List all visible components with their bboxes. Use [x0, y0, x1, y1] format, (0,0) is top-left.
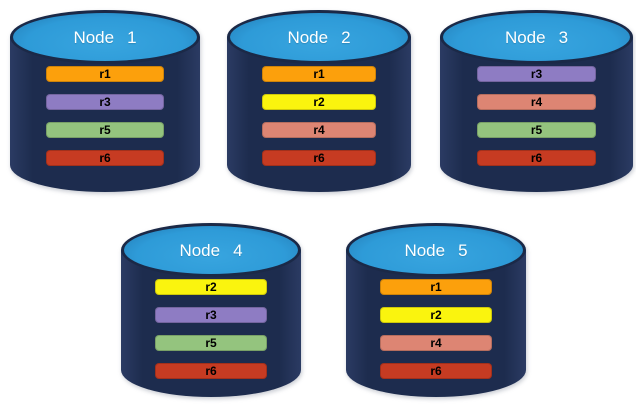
node-number: 4: [233, 240, 243, 260]
node-number: 2: [341, 27, 351, 47]
replica-bar-stack: r1 r3 r5 r6: [46, 66, 164, 166]
node-number: 1: [127, 27, 137, 47]
node-number: 5: [458, 240, 468, 260]
replica-bar-r6: r6: [476, 150, 597, 166]
replica-bar-r1: r1: [380, 279, 492, 295]
replica-bar-r2: r2: [261, 94, 377, 110]
node-title: Node: [179, 240, 221, 260]
replica-bar-r3: r3: [46, 94, 164, 110]
replica-bar-r6: r6: [380, 363, 492, 379]
replica-bar-r3: r3: [155, 307, 267, 323]
node-5-cylinder: Node 5 r1 r2 r4 r6: [346, 221, 526, 397]
node-3-cylinder: Node 3 r3 r4 r5 r6: [440, 8, 633, 192]
replica-bar-r1: r1: [46, 66, 164, 82]
node-title: Node: [73, 27, 115, 47]
replica-bar-stack: r1 r2 r4 r6: [380, 279, 492, 379]
node-4-title-ellipse: Node 4: [121, 223, 301, 277]
replica-bar-r3: r3: [476, 66, 597, 82]
replica-bar-stack: r3 r4 r5 r6: [476, 66, 597, 166]
node-title: Node: [404, 240, 446, 260]
replica-bar-r6: r6: [46, 150, 164, 166]
replica-bar-stack: r1 r2 r4 r6: [261, 66, 377, 166]
node-4-cylinder: Node 4 r2 r3 r5 r6: [121, 221, 301, 397]
node-2-title-ellipse: Node 2: [227, 10, 411, 64]
node-5-title-ellipse: Node 5: [346, 223, 526, 277]
replica-bar-r5: r5: [476, 122, 597, 138]
replica-bar-r6: r6: [261, 150, 377, 166]
node-3-title-ellipse: Node 3: [440, 10, 633, 64]
replica-bar-r4: r4: [476, 94, 597, 110]
node-2-cylinder: Node 2 r1 r2 r4 r6: [227, 8, 411, 192]
node-number: 3: [558, 27, 569, 47]
node-1-title-ellipse: Node 1: [10, 10, 200, 64]
replica-bar-r4: r4: [380, 335, 492, 351]
replica-bar-r5: r5: [46, 122, 164, 138]
replica-bar-r1: r1: [261, 66, 377, 82]
node-1-cylinder: Node 1 r1 r3 r5 r6: [10, 8, 200, 192]
node-title: Node: [504, 27, 546, 47]
replica-bar-r6: r6: [155, 363, 267, 379]
replica-bar-r2: r2: [380, 307, 492, 323]
replica-bar-r2: r2: [155, 279, 267, 295]
replica-bar-stack: r2 r3 r5 r6: [155, 279, 267, 379]
node-title: Node: [287, 27, 329, 47]
replica-bar-r5: r5: [155, 335, 267, 351]
replica-bar-r4: r4: [261, 122, 377, 138]
